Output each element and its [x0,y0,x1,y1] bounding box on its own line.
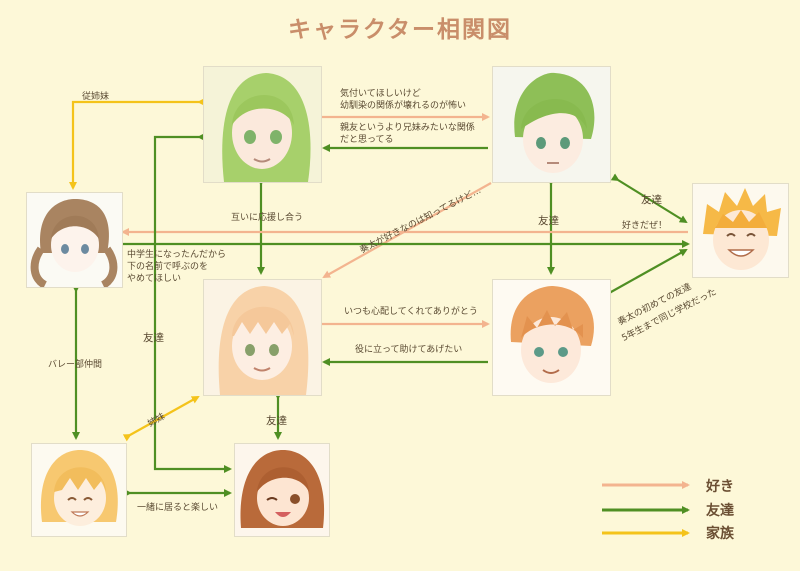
label-greenboy-feeling-2: 幼馴染の関係が壊れるのが怖い [340,101,467,111]
label-friends-greenboy-orange: 友達 [538,215,559,227]
legend-friend-label: 友達 [706,503,734,519]
arrow-first-friend [603,249,688,299]
label-greengirl-feeling-2: だと思ってる [340,135,394,145]
arrow-greenboy-spiky [610,173,688,224]
label-middle-school-2: 下の名前で呼ぶのを [127,262,209,272]
page-title: キャラクター相関図 [287,17,513,43]
label-help: 役に立って助けてあげたい [355,345,463,355]
label-cousin: 従姉妹 [82,92,110,102]
label-fun-together: 一緒に居ると楽しい [137,503,219,513]
legend-like-label: 好き [706,479,734,495]
legend-family-label: 家族 [706,526,734,542]
portrait-spiky-boy [692,183,789,278]
portrait-wink-girl [234,443,330,537]
portrait-blonde-girl [31,443,127,537]
label-friends-left: 友達 [143,332,164,344]
legend-family: 家族 [602,523,742,543]
portrait-green-girl [203,66,322,183]
arrow-friends-left [153,133,232,473]
label-like-you: 好きだぜ！ [622,221,668,231]
label-friends-spiky: 友達 [641,194,662,206]
portrait-peach-girl [203,279,322,396]
label-greenboy-feeling-1: 気付いてほしいけど [340,89,421,99]
portrait-green-boy [492,66,611,183]
portrait-brown-girl [26,192,123,288]
label-middle-school-3: やめてほしい [127,274,182,284]
arrow-knows-feelings [322,182,492,278]
label-mutual-support: 互いに応援し合う [231,213,304,223]
legend-like: 好き [602,476,742,496]
legend-friend: 友達 [602,500,742,520]
label-worry: いつも心配してくれてありがとう [344,307,478,317]
label-friends-bottom: 友達 [266,415,287,427]
portrait-orange-boy [492,279,611,396]
arrow-sisters [122,396,200,442]
label-middle-school-1: 中学生になったんだから [127,250,227,260]
label-volleyball: バレー部仲間 [48,360,103,370]
label-greengirl-feeling-1: 親友というより兄妹みたいな関係 [340,123,475,133]
arrow-cousin [69,98,205,190]
